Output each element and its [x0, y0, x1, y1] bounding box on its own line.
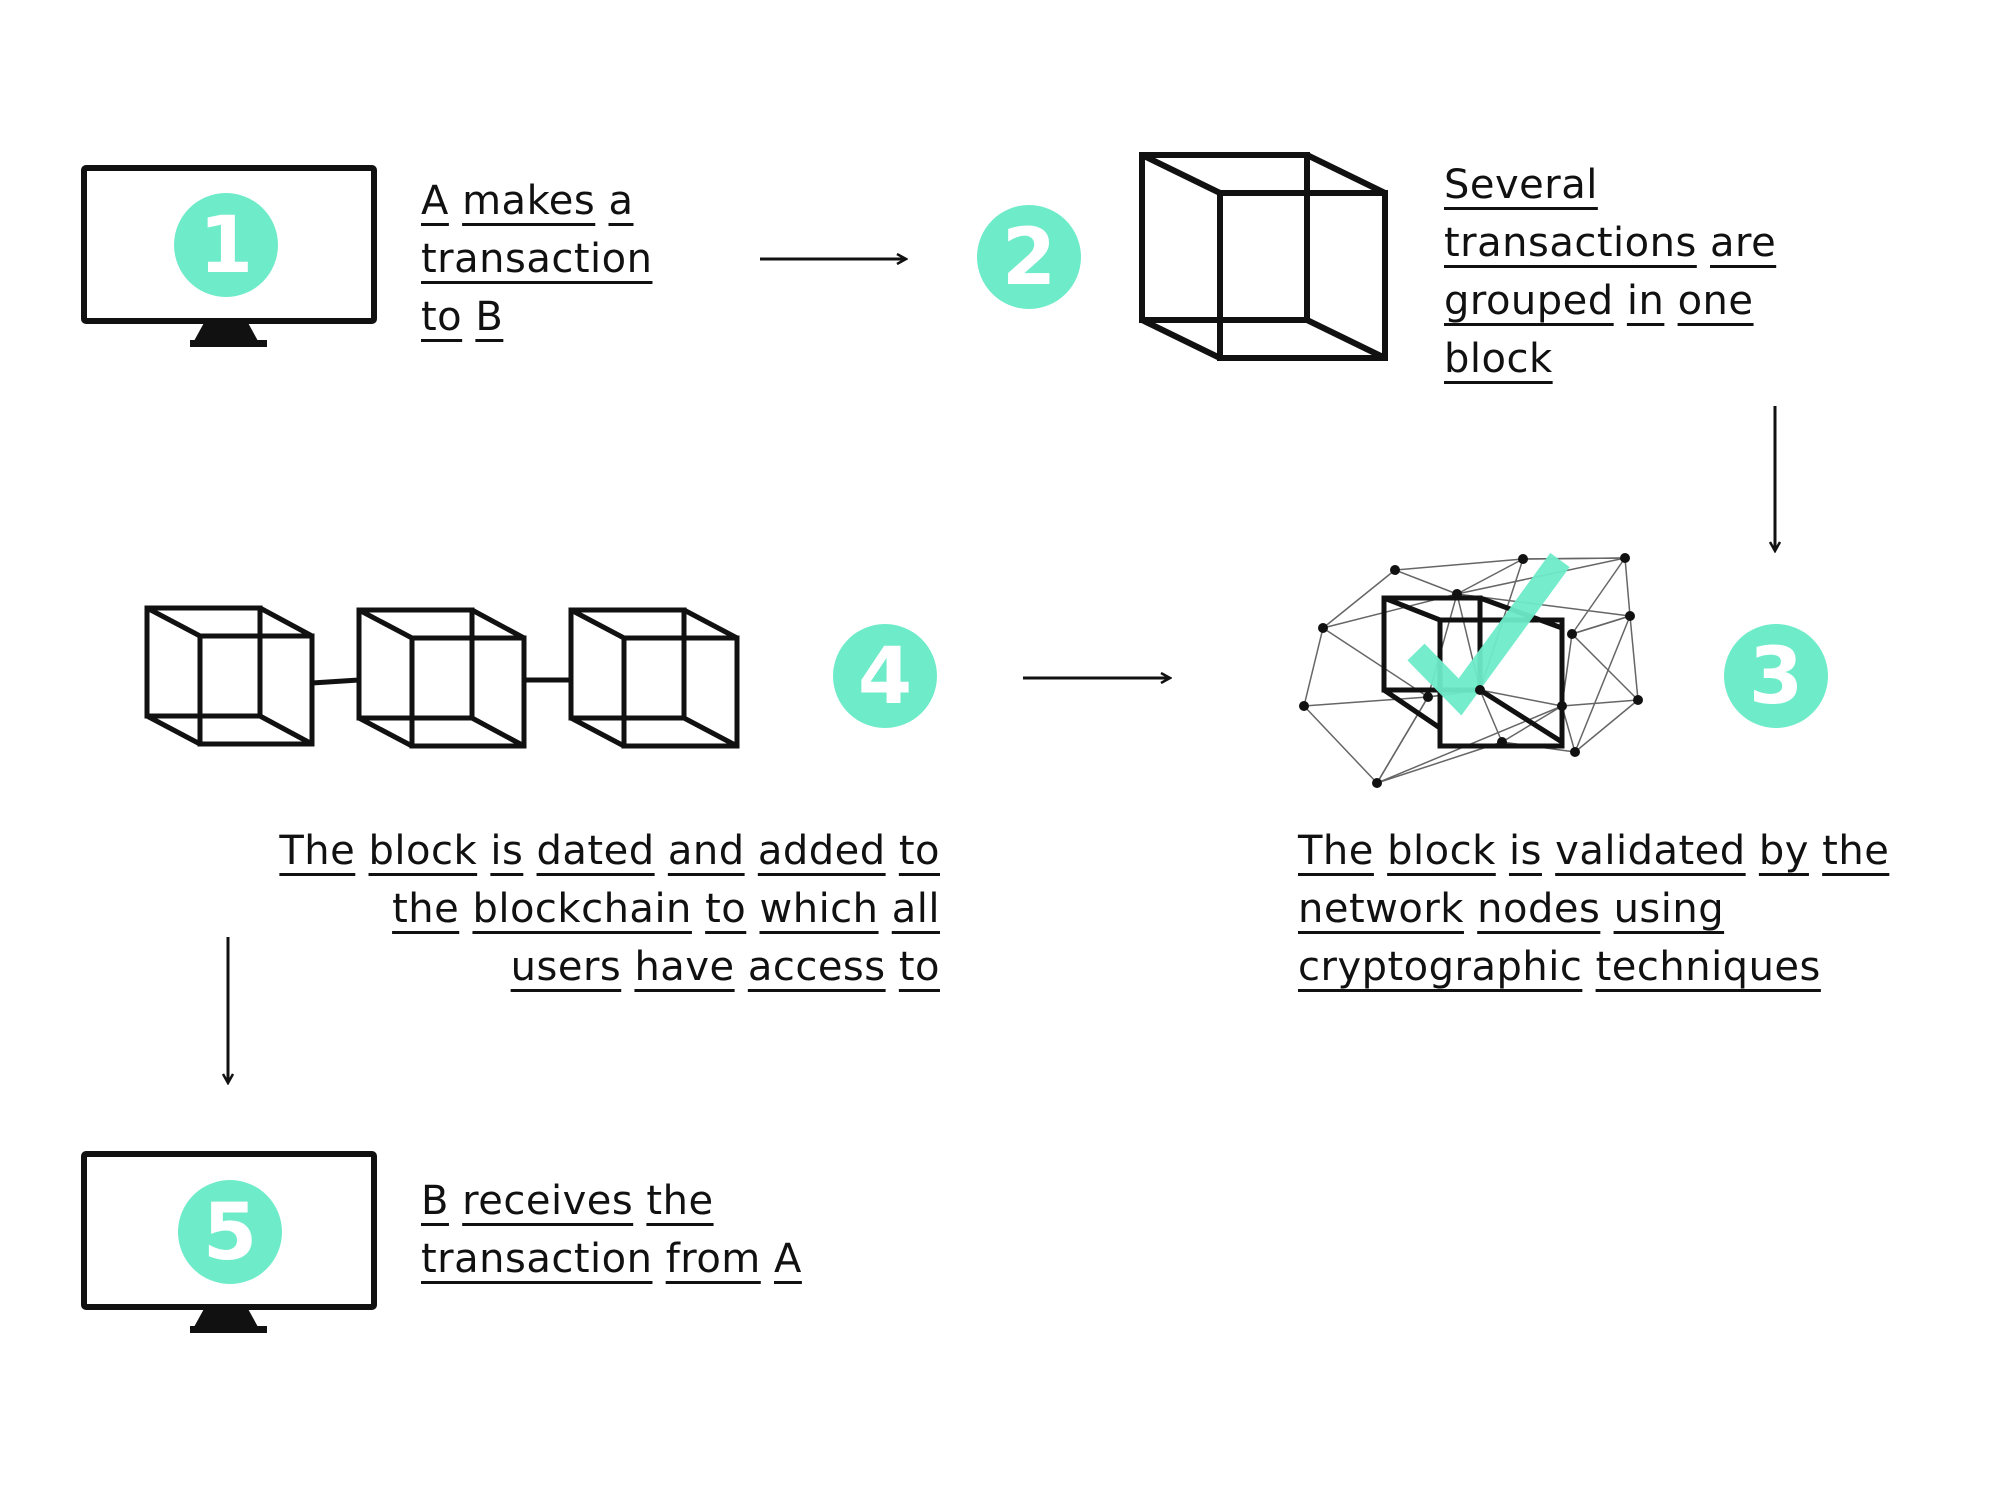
step-3-circle — [1724, 624, 1828, 728]
step-5-circle — [178, 1180, 282, 1284]
label-line: The block is dated and added to — [250, 822, 940, 880]
check-mark — [1407, 552, 1570, 716]
label-word: transaction — [421, 1236, 653, 1282]
step-1-circle — [174, 193, 278, 297]
label-word: receives — [462, 1178, 634, 1224]
step-1-label: A makes a transaction to B — [421, 172, 681, 346]
label-word: network — [1298, 886, 1464, 932]
blockchain-icon — [144, 605, 740, 749]
step-3-badge: 3 — [1724, 624, 1828, 728]
network-nodes — [1299, 553, 1643, 788]
label-word: is — [490, 828, 524, 874]
label-word: one — [1677, 278, 1754, 324]
label-word: B — [421, 1178, 449, 1224]
label-word: the — [392, 886, 460, 932]
label-line: block — [1444, 330, 1864, 388]
label-word: a — [608, 178, 634, 224]
label-word: all — [891, 886, 940, 932]
label-line: to B — [421, 288, 681, 346]
label-line: transaction from A — [421, 1230, 921, 1288]
label-word: block — [1387, 828, 1496, 874]
label-line: network nodes using — [1298, 880, 1938, 938]
label-word: in — [1626, 278, 1665, 324]
label-word: to — [421, 294, 463, 340]
label-line: B receives the — [421, 1172, 921, 1230]
step-2-circle — [977, 205, 1081, 309]
label-word: have — [634, 944, 735, 990]
label-word: B — [475, 294, 504, 340]
cube-icon — [1139, 152, 1388, 361]
label-word: block — [368, 828, 478, 874]
label-word: and — [667, 828, 745, 874]
label-word: makes — [462, 178, 596, 224]
label-word: Several — [1444, 162, 1598, 208]
step-5-badge: 5 — [178, 1180, 282, 1284]
label-word: are — [1710, 220, 1777, 266]
label-word: dated — [536, 828, 655, 874]
label-word: to — [898, 944, 940, 990]
label-line: cryptographic techniques — [1298, 938, 1938, 996]
label-word: using — [1613, 886, 1725, 932]
label-line: A makes a — [421, 172, 681, 230]
validated-block-network-icon — [1299, 552, 1643, 788]
step-1-badge: 1 — [174, 193, 278, 297]
step-2-number: 2 — [1002, 213, 1056, 303]
step-4-number: 4 — [858, 632, 912, 722]
label-word: transaction — [421, 236, 653, 282]
label-word: A — [774, 1236, 802, 1282]
label-word: to — [898, 828, 940, 874]
label-word: users — [510, 944, 622, 990]
label-word: techniques — [1595, 944, 1821, 990]
label-word: to — [705, 886, 747, 932]
label-line: Several — [1444, 156, 1864, 214]
step-4-badge: 4 — [833, 624, 937, 728]
step-2-badge: 2 — [977, 205, 1081, 309]
label-line: the blockchain to which all — [250, 880, 940, 938]
label-word: nodes — [1477, 886, 1601, 932]
label-line: transaction — [421, 230, 681, 288]
label-word: access — [747, 944, 886, 990]
label-word: block — [1444, 336, 1553, 382]
step-3-number: 3 — [1749, 632, 1803, 722]
label-word: transactions — [1444, 220, 1697, 266]
label-word: cryptographic — [1298, 944, 1583, 990]
label-word: the — [1822, 828, 1890, 874]
label-word: added — [757, 828, 886, 874]
label-line: users have access to — [250, 938, 940, 996]
label-word: by — [1758, 828, 1809, 874]
chain-link — [311, 677, 360, 686]
chain-block — [144, 605, 315, 747]
label-word: from — [665, 1236, 761, 1282]
step-4-circle — [833, 624, 937, 728]
chain-block — [356, 607, 527, 749]
label-word: The — [279, 828, 356, 874]
step-5-number: 5 — [203, 1188, 257, 1278]
label-word: the — [646, 1178, 714, 1224]
label-word: which — [759, 886, 879, 932]
label-word: A — [421, 178, 449, 224]
label-line: The block is validated by the — [1298, 822, 1938, 880]
label-word: The — [1298, 828, 1374, 874]
label-word: is — [1508, 828, 1542, 874]
label-line: grouped in one — [1444, 272, 1864, 330]
label-word: blockchain — [472, 886, 692, 932]
step-1-number: 1 — [199, 201, 253, 291]
chain-block — [568, 607, 740, 749]
label-line: transactions are — [1444, 214, 1864, 272]
label-word: validated — [1555, 828, 1746, 874]
label-word: grouped — [1444, 278, 1614, 324]
